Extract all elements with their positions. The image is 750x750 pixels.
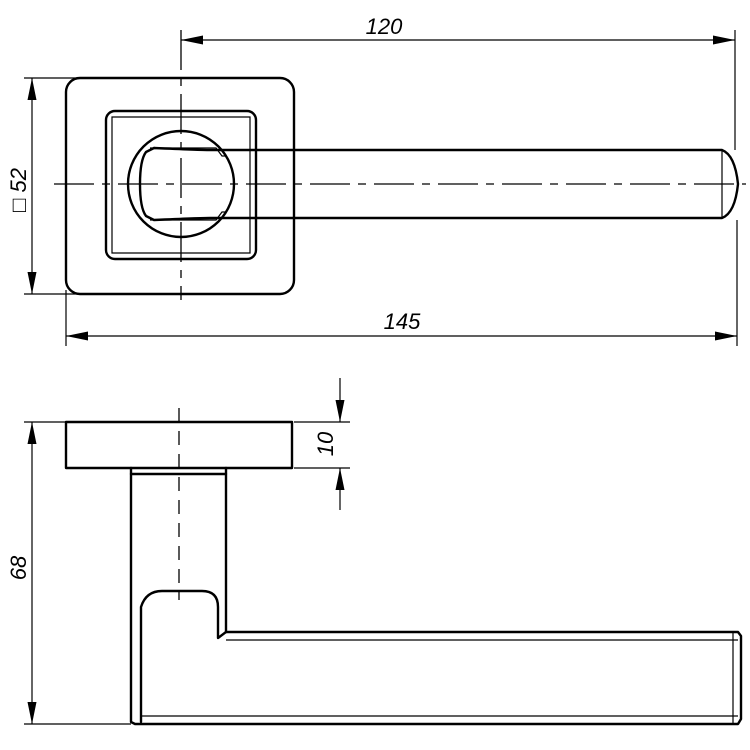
lever-side-inner-step <box>139 589 228 724</box>
dim-120-label: 120 <box>366 14 403 39</box>
lever-top-neck-lower <box>150 211 226 221</box>
lever-top-neck-upper <box>150 147 226 157</box>
dim-52-arrow-top <box>27 78 37 100</box>
dim-145-label: 145 <box>384 309 421 334</box>
rose-inner-step <box>111 116 251 254</box>
dim-68-arrow-bottom <box>27 702 37 724</box>
side-view: 10 68 <box>6 378 743 726</box>
dim-145-arrow-left <box>66 331 88 341</box>
dim-10-label: 10 <box>313 431 338 456</box>
rose-outer-square <box>64 76 296 296</box>
lever-side-body <box>129 472 743 726</box>
dim-68-label: 68 <box>6 555 31 580</box>
dim-10-arrow-top <box>335 400 345 422</box>
dim-10-arrow-bottom <box>335 468 345 490</box>
dim-52-label: □ 52 <box>6 168 31 212</box>
dim-120-arrow-left <box>181 35 203 45</box>
dim-68-arrow-top <box>27 422 37 444</box>
neck-collar <box>129 466 228 476</box>
dim-145-arrow-right <box>715 331 737 341</box>
top-view: 120 145 □ 52 <box>6 14 746 346</box>
dim-52-arrow-bottom <box>27 272 37 294</box>
dim-120-arrow-right <box>713 35 735 45</box>
